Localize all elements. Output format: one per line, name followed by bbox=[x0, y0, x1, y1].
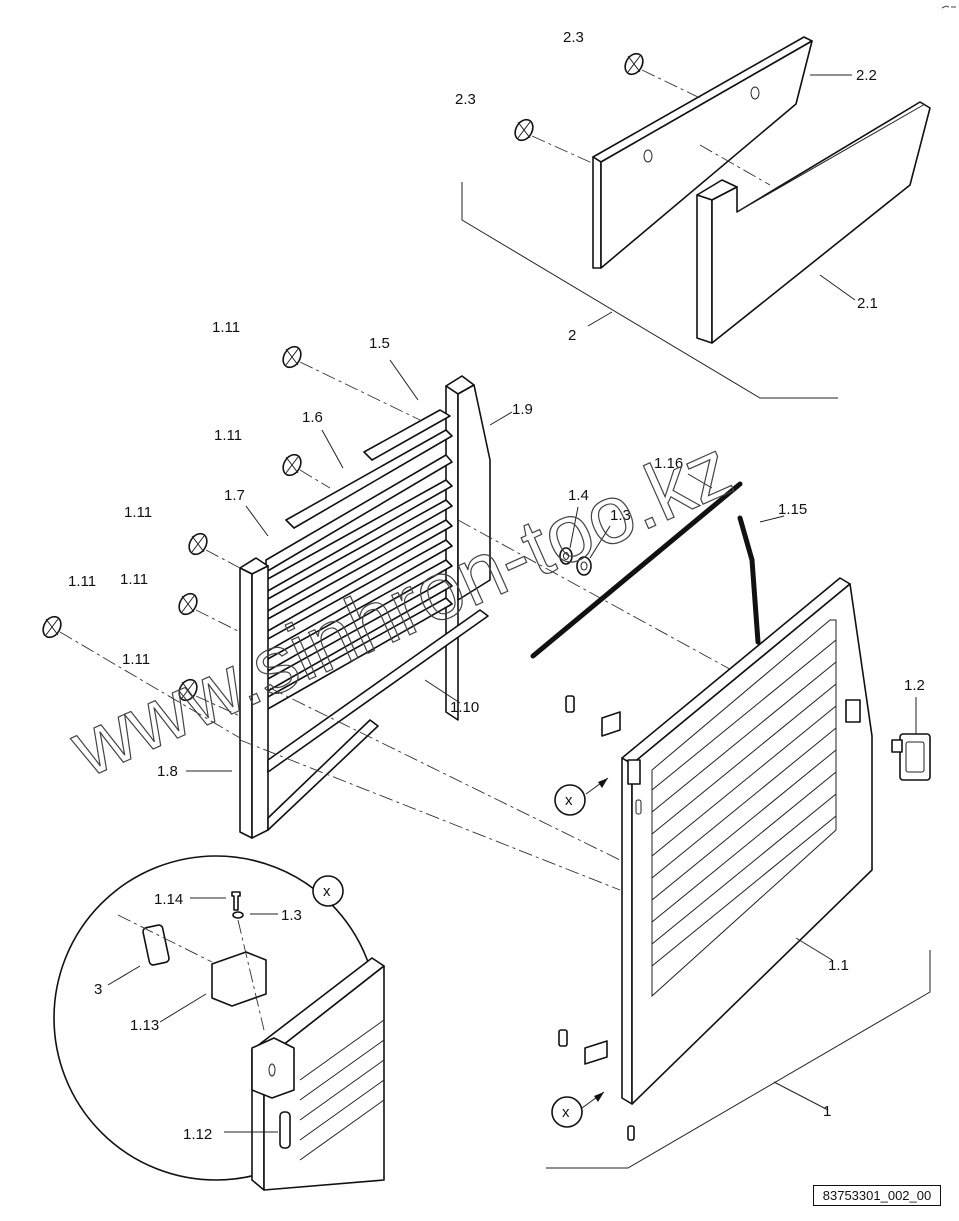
brace-1-10 bbox=[267, 609, 489, 831]
label-3: 3 bbox=[94, 981, 102, 998]
detail-contents bbox=[117, 891, 385, 1191]
label-1-11-e: 1.11 bbox=[68, 573, 96, 590]
disc-1-11-f bbox=[178, 678, 198, 702]
plate-3-lower bbox=[558, 1029, 568, 1047]
washer-1-4 bbox=[559, 547, 573, 565]
label-1-11-c: 1.11 bbox=[124, 504, 152, 521]
seal-1-16 bbox=[530, 481, 743, 659]
label-1-6: 1.6 bbox=[302, 409, 323, 426]
label-1-7: 1.7 bbox=[224, 487, 245, 504]
hinge-1-13-lower bbox=[584, 1040, 608, 1065]
label-1-11-a: 1.11 bbox=[212, 319, 240, 336]
label-1-3-a: 1.3 bbox=[610, 507, 631, 524]
callout-x-upper: x bbox=[565, 792, 573, 809]
plate-1-12-lower bbox=[627, 1125, 635, 1141]
label-2: 2 bbox=[568, 327, 576, 344]
seal-1-15 bbox=[737, 515, 761, 645]
label-1-2: 1.2 bbox=[904, 677, 925, 694]
watermark: www.sinhron-too.kz bbox=[57, 422, 744, 795]
callout-x-lower: x bbox=[562, 1104, 570, 1121]
disc-1-11-c bbox=[188, 532, 208, 556]
plate-3-upper bbox=[565, 695, 575, 713]
label-1-16: 1.16 bbox=[654, 455, 683, 472]
label-1-11-b: 1.11 bbox=[214, 427, 242, 444]
label-1-8: 1.8 bbox=[157, 763, 178, 780]
label-1-10: 1.10 bbox=[450, 699, 479, 716]
leader-lines bbox=[107, 74, 931, 1169]
drawing-id: 83753301_002_00 bbox=[813, 1185, 941, 1206]
corner-mark-icon bbox=[941, 5, 956, 9]
label-1-11-d: 1.11 bbox=[120, 571, 148, 588]
washer-1-3-detail bbox=[232, 911, 244, 919]
callout-x-detail: x bbox=[323, 883, 331, 900]
disc-1-11-e bbox=[42, 615, 62, 639]
label-2-3-a: 2.3 bbox=[563, 29, 584, 46]
board-2-1 bbox=[696, 101, 931, 344]
callout-circle-upper bbox=[554, 784, 586, 816]
arrow-upper bbox=[598, 778, 608, 788]
label-1-12: 1.12 bbox=[183, 1126, 212, 1143]
label-1-1: 1.1 bbox=[828, 957, 849, 974]
slat-stack-left bbox=[265, 409, 453, 711]
washer-1-3 bbox=[576, 556, 592, 576]
latch-slot bbox=[845, 699, 861, 723]
label-1-13: 1.13 bbox=[130, 1017, 159, 1034]
latch-1-2 bbox=[891, 733, 931, 781]
arrow-lower bbox=[594, 1092, 604, 1102]
callout-circle-lower bbox=[551, 1096, 583, 1128]
plate-3 bbox=[142, 924, 170, 966]
disc-1-11-a bbox=[282, 345, 302, 369]
labels: 2.3 2.3 2.2 2.1 2 1.11 1.11 1.11 1.11 1.… bbox=[68, 29, 925, 1143]
label-1-4: 1.4 bbox=[568, 487, 589, 504]
disc-1-11-d bbox=[178, 592, 198, 616]
disc-2-3-b bbox=[514, 118, 534, 142]
label-1-14: 1.14 bbox=[154, 891, 183, 908]
callout-circle-detail bbox=[312, 875, 344, 907]
label-1-5: 1.5 bbox=[369, 335, 390, 352]
hinge-on-panel-upper bbox=[627, 759, 641, 785]
hinge-1-13-upper bbox=[601, 711, 621, 737]
plate-1-12 bbox=[279, 1111, 291, 1149]
label-1: 1 bbox=[823, 1103, 831, 1120]
label-2-3-b: 2.3 bbox=[455, 91, 476, 108]
label-1-11-f: 1.11 bbox=[122, 651, 150, 668]
label-1-3-b: 1.3 bbox=[281, 907, 302, 924]
panel-1-1 bbox=[621, 577, 873, 1105]
disc-2-3-a bbox=[624, 52, 644, 76]
disc-1-11-b bbox=[282, 453, 302, 477]
post-1-8 bbox=[239, 557, 269, 839]
bolt-1-14 bbox=[231, 891, 241, 911]
label-2-2: 2.2 bbox=[856, 67, 877, 84]
label-1-15: 1.15 bbox=[778, 501, 807, 518]
label-1-9: 1.9 bbox=[512, 401, 533, 418]
label-2-1: 2.1 bbox=[857, 295, 878, 312]
board-2-2 bbox=[592, 36, 813, 269]
